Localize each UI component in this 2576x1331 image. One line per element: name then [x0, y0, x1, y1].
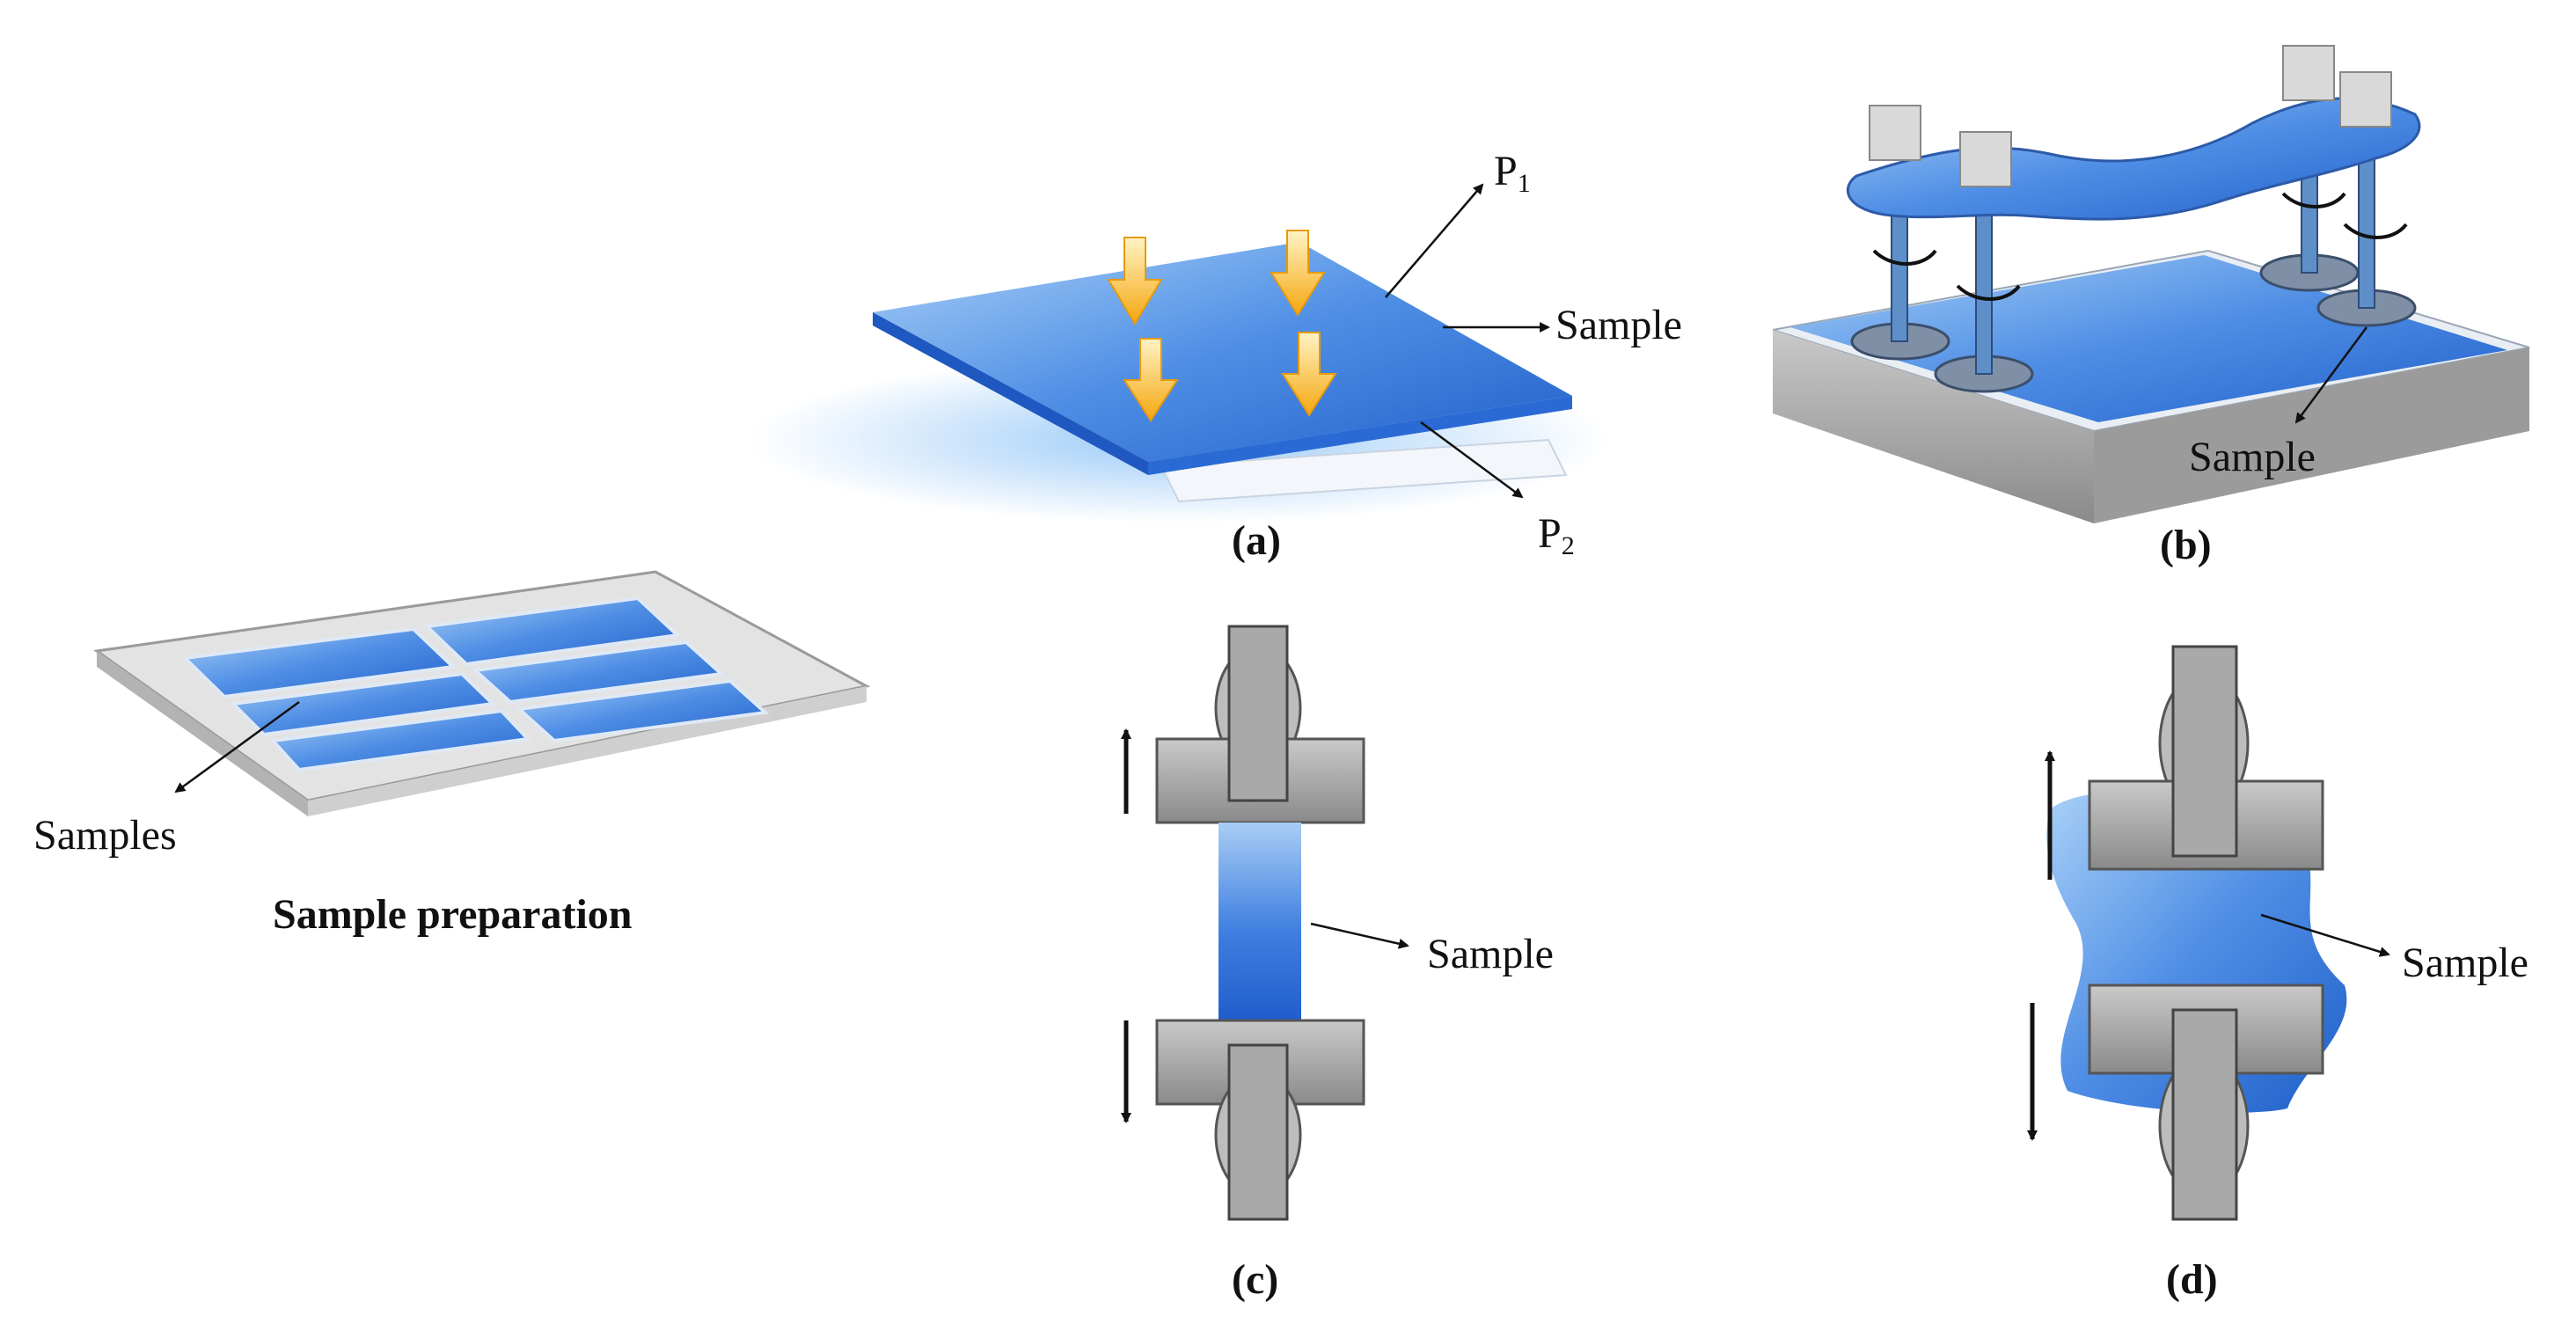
panel-a-caption: (a) — [1232, 517, 1281, 564]
sample-label-d: Sample — [2402, 940, 2528, 986]
panel-c-caption: (c) — [1232, 1256, 1278, 1303]
sample-strips — [180, 596, 770, 772]
sample-label-c: Sample — [1427, 931, 1554, 977]
sample-preparation-title: Sample preparation — [273, 891, 632, 938]
motor-blocks — [1869, 45, 2392, 187]
pressure-arrows — [1107, 230, 1337, 422]
panel-b-diagram — [1772, 45, 2530, 523]
sample-label-b: Sample — [2189, 434, 2316, 480]
panel-d-caption: (d) — [2166, 1256, 2218, 1303]
p1-label: P1 — [1494, 148, 1531, 198]
panel-b-caption: (b) — [2160, 522, 2212, 568]
panel-c-diagram — [1121, 625, 1409, 1221]
panel-a-diagram — [748, 183, 1610, 523]
panel-d-diagram — [2027, 645, 2390, 1221]
p2-label: P2 — [1538, 510, 1575, 560]
sample-preparation-tray — [93, 570, 871, 816]
samples-label: Samples — [33, 812, 177, 859]
sample-label-a: Sample — [1555, 302, 1682, 348]
